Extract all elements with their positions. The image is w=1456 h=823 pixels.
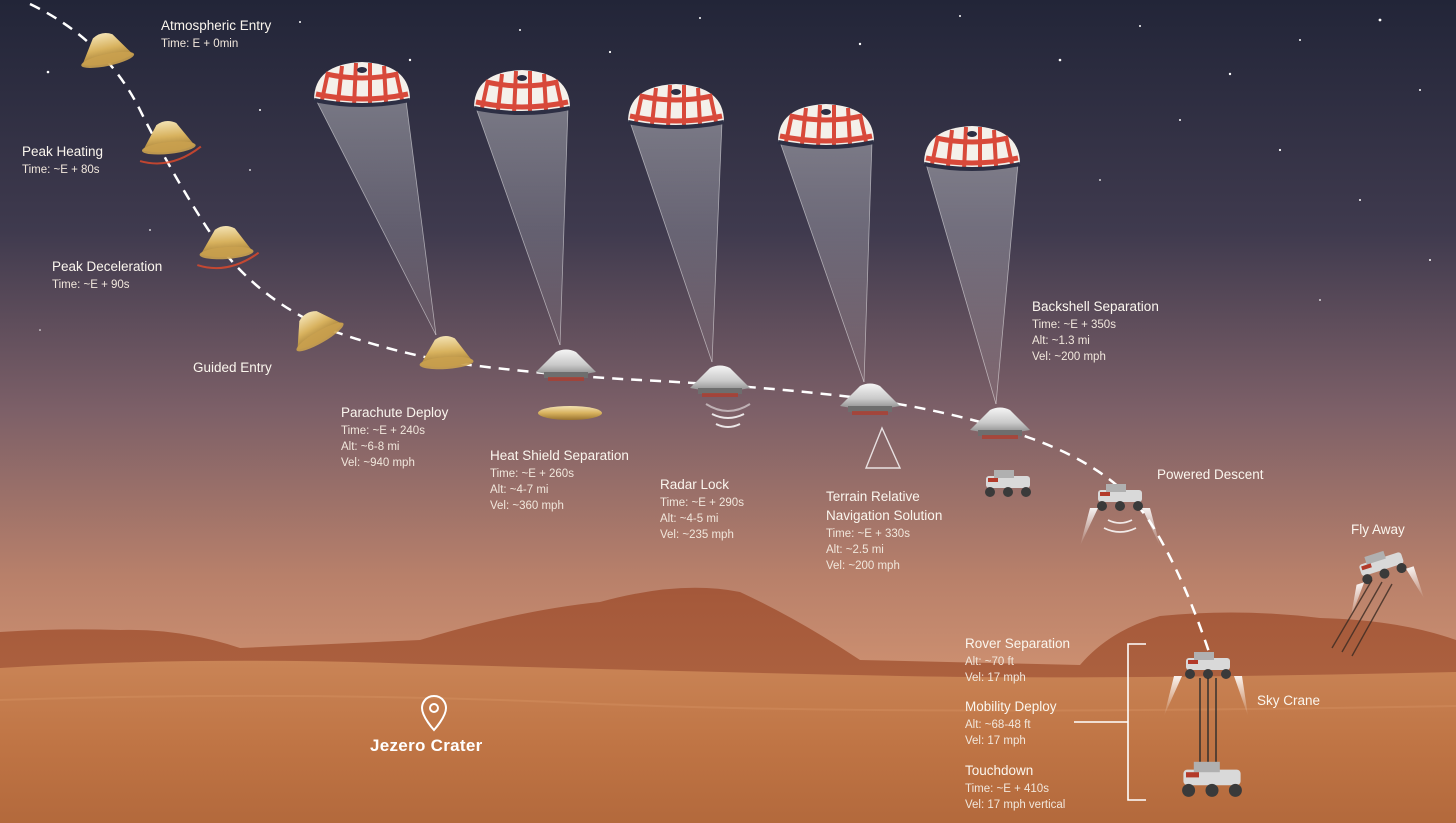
peak-heating-title: Peak Heating [22,144,104,159]
stars [39,15,1431,331]
radar-lock-time: Time: ~E + 290s [660,496,744,509]
location-pin-icon [420,694,448,732]
backshell-separation-time: Time: ~E + 350s [1032,318,1116,331]
mobility-deploy-alt: Alt: ~68-48 ft [965,718,1031,731]
label-powered-descent: Powered Descent [1157,466,1264,485]
trajectory-path [29,2,1212,656]
parachute-deploy-time: Time: ~E + 240s [341,424,425,437]
descent-stage-powered [1080,484,1160,546]
parachute-5 [924,126,1020,405]
atmospheric-entry-time: Time: E + 0min [161,37,239,50]
final-stages-bracket [1074,643,1146,801]
label-touchdown: Touchdown Time: ~E + 410s Vel: 17 mph ve… [965,762,1065,813]
trn-camera-cone [864,426,902,469]
parachute-2 [474,70,570,346]
heat-shield-separation-vel: Vel: ~360 mph [490,500,564,513]
ground [0,660,1456,823]
trn-alt: Alt: ~2.5 mi [826,543,884,556]
parachute-deploy-vel: Vel: ~940 mph [341,457,415,470]
trn-title-line2: Navigation Solution [826,507,943,523]
parachute-1 [314,62,437,336]
touchdown-title: Touchdown [965,763,1034,778]
guided-entry-title: Guided Entry [193,360,272,375]
label-guided-entry: Guided Entry [193,359,272,378]
radar-lock-vel: Vel: ~235 mph [660,529,734,542]
rover-separation-alt: Alt: ~70 ft [965,655,1014,668]
peak-deceleration-title: Peak Deceleration [52,259,163,274]
label-peak-deceleration: Peak Deceleration Time: ~E + 90s [52,258,162,293]
sky-crane-title: Sky Crane [1257,693,1321,708]
mobility-deploy-vel: Vel: 17 mph [965,734,1026,747]
peak-deceleration-time: Time: ~E + 90s [52,278,130,291]
trn-time: Time: ~E + 330s [826,527,910,540]
capsule-peak-deceleration [197,224,260,270]
radar-waves-icon [705,403,751,428]
rover-separation-vel: Vel: 17 mph [965,671,1026,684]
backshell-separation-title: Backshell Separation [1032,299,1159,314]
heat-shield-separation-title: Heat Shield Separation [490,448,629,463]
parachute-deploy-title: Parachute Deploy [341,405,449,420]
heat-shield [538,406,602,420]
powered-descent-title: Powered Descent [1157,467,1264,482]
sky-crane [1164,652,1248,770]
label-atmospheric-entry: Atmospheric Entry Time: E + 0min [161,17,271,52]
label-rover-separation: Rover Separation Alt: ~70 ft Vel: 17 mph [965,635,1070,686]
label-mobility-deploy: Mobility Deploy Alt: ~68-48 ft Vel: 17 m… [965,698,1057,749]
location-name: Jezero Crater [370,736,483,755]
radar-lock-alt: Alt: ~4-5 mi [660,512,719,525]
label-parachute-deploy: Parachute Deploy Time: ~E + 240s Alt: ~6… [341,404,448,471]
touchdown-vel: Vel: 17 mph vertical [965,798,1066,811]
mobility-deploy-title: Mobility Deploy [965,699,1057,714]
label-peak-heating: Peak Heating Time: ~E + 80s [22,143,103,178]
label-radar-lock: Radar Lock Time: ~E + 290s Alt: ~4-5 mi … [660,476,744,543]
parachute-3 [628,84,724,363]
label-fly-away: Fly Away [1351,521,1405,540]
trn-title-line1: Terrain Relative [826,489,920,504]
peak-heating-time: Time: ~E + 80s [22,163,100,176]
trn-vel: Vel: ~200 mph [826,559,900,572]
heat-shield-separation-alt: Alt: ~4-7 mi [490,483,549,496]
parachute-4 [778,104,874,383]
backshell-separation-alt: Alt: ~1.3 mi [1032,334,1090,347]
rover-separation-title: Rover Separation [965,636,1071,651]
label-terrain-relative-navigation: Terrain Relative Navigation Solution Tim… [826,488,942,574]
capsule-peak-heating [139,118,202,165]
parachute-deploy-alt: Alt: ~6-8 mi [341,440,400,453]
label-sky-crane: Sky Crane [1257,692,1320,711]
atmospheric-entry-title: Atmospheric Entry [161,18,272,33]
backshell-separation-vel: Vel: ~200 mph [1032,351,1106,364]
fly-away-title: Fly Away [1351,522,1405,537]
fly-away-cables [1331,579,1393,657]
touchdown-time: Time: ~E + 410s [965,782,1049,795]
label-backshell-separation: Backshell Separation Time: ~E + 350s Alt… [1032,298,1159,365]
radar-lock-title: Radar Lock [660,477,730,492]
label-heat-shield-separation: Heat Shield Separation Time: ~E + 260s A… [490,447,629,514]
heat-shield-separation-time: Time: ~E + 260s [490,467,574,480]
